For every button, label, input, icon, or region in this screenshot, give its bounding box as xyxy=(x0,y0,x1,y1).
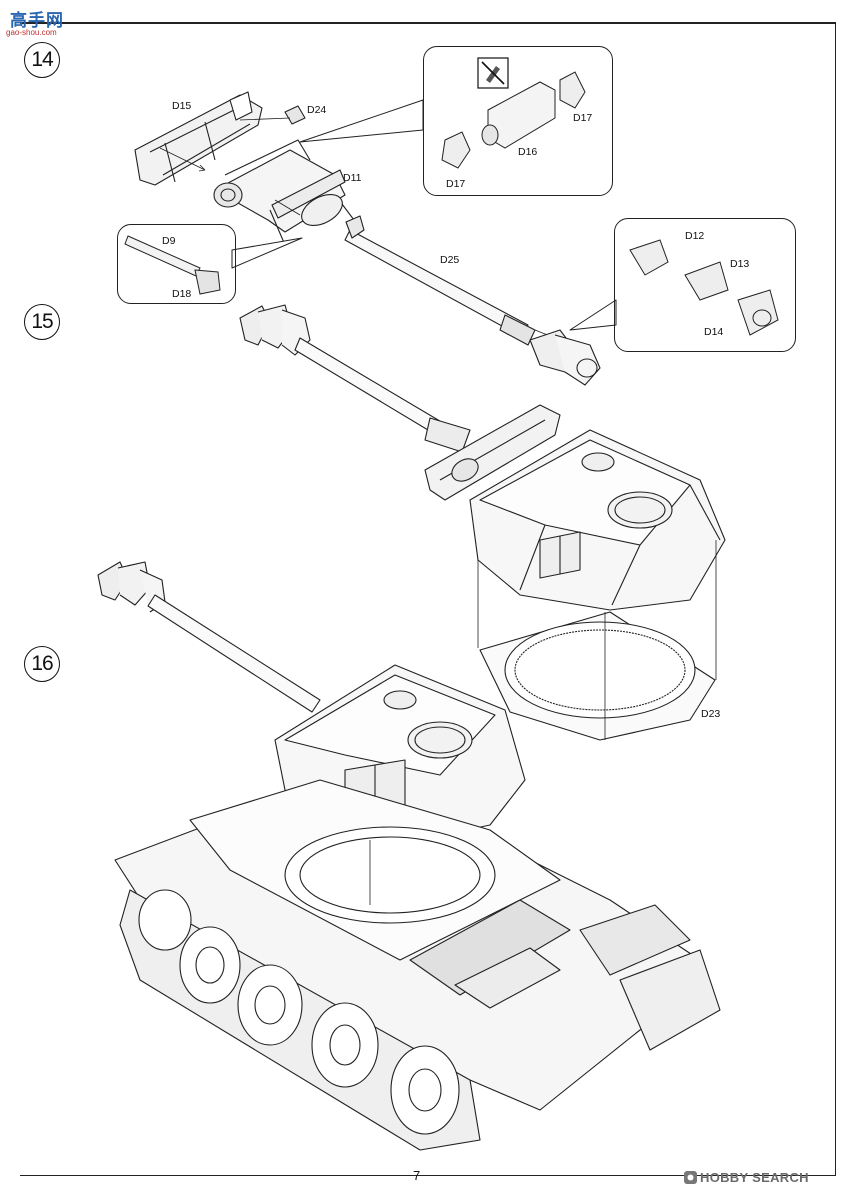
turret-ring-d23-drawing xyxy=(479,611,716,741)
callout-parts-d16-d17 xyxy=(441,71,586,169)
mantlet-d15-drawing xyxy=(134,91,263,186)
step-number-16: 16 xyxy=(24,646,60,682)
callout-box-d9-d18 xyxy=(117,224,236,304)
label-d23: D23 xyxy=(701,708,721,720)
label-d24: D24 xyxy=(307,104,327,116)
callout-parts-d9-d18 xyxy=(124,235,221,295)
barrel-16-drawing xyxy=(147,594,321,713)
frame-top-line xyxy=(20,22,835,24)
step-number-15: 15 xyxy=(24,304,60,340)
page-number: 7 xyxy=(413,1168,421,1183)
part-d24-drawing xyxy=(284,105,306,125)
label-d17-right: D17 xyxy=(573,112,593,124)
label-d13: D13 xyxy=(730,258,750,270)
tracks-16-drawing xyxy=(119,889,721,1151)
logo-url: gao-shou.com xyxy=(6,28,57,37)
watermark-text: HOBBY SEARCH xyxy=(700,1170,809,1185)
label-d12: D12 xyxy=(685,230,705,242)
assembly-arrows-15 xyxy=(477,540,717,740)
barrel-15-drawing xyxy=(294,337,471,453)
no-glue-icon xyxy=(477,57,509,89)
label-d15: D15 xyxy=(172,100,192,112)
hull-16-drawing xyxy=(114,779,701,1111)
label-d9: D9 xyxy=(162,235,176,247)
hobby-search-logo-icon xyxy=(684,1171,697,1184)
page-frame xyxy=(20,22,836,1176)
label-d14: D14 xyxy=(704,326,724,338)
barrel-d25-drawing xyxy=(344,215,536,346)
muzzle-brake-14-drawing xyxy=(529,329,601,386)
step-number-14: 14 xyxy=(24,42,60,78)
turret-15-drawing xyxy=(469,429,726,611)
label-d16: D16 xyxy=(518,146,538,158)
callout-box-d12-d14 xyxy=(614,218,796,352)
muzzle-brake-15-drawing xyxy=(239,304,311,356)
label-d11: D11 xyxy=(343,172,362,184)
mantlet-15-drawing xyxy=(424,404,561,501)
callout-parts-d12-d14 xyxy=(629,239,779,336)
mantlet-d11-drawing xyxy=(213,139,361,246)
label-d18: D18 xyxy=(172,288,192,300)
site-logo: 高手网 gao-shou.com xyxy=(2,2,72,42)
label-d17-left: D17 xyxy=(446,178,466,190)
logo-text: 高手网 xyxy=(10,11,64,30)
label-d25: D25 xyxy=(440,254,460,266)
callout-leaders xyxy=(231,99,617,331)
callout-box-d16-d17 xyxy=(423,46,613,196)
